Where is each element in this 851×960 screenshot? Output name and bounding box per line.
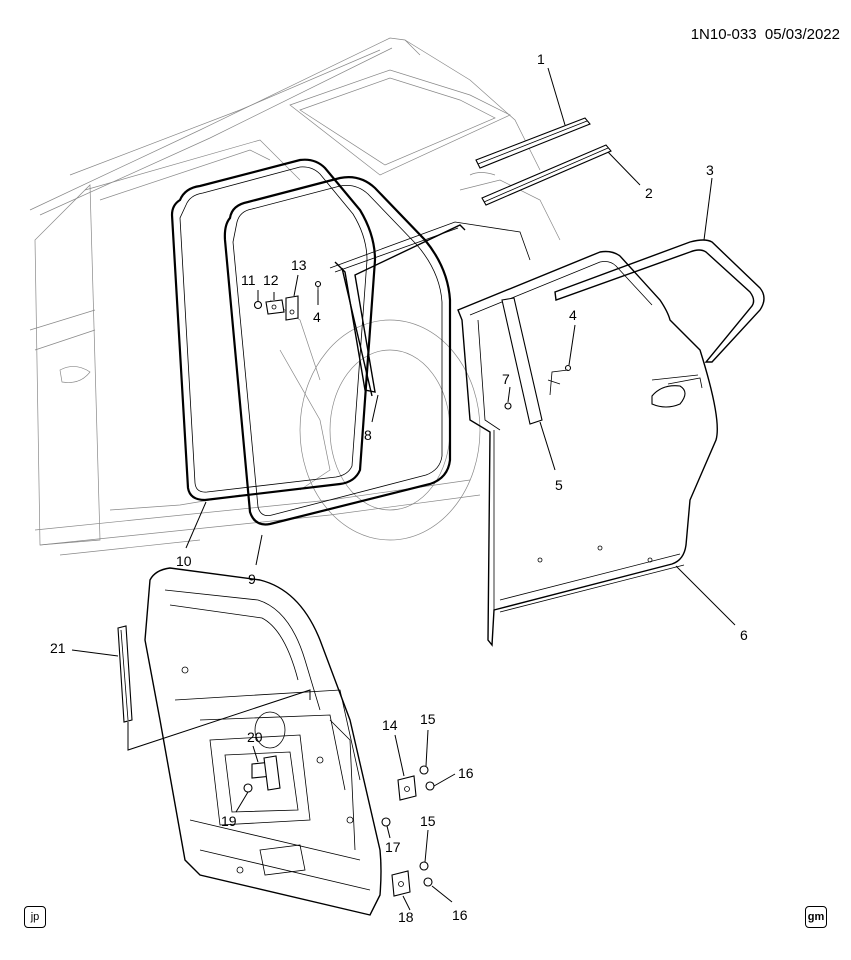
inner-door-panel <box>144 567 382 916</box>
part-16-bolt-upper <box>425 781 435 791</box>
callout-16-lower: 16 <box>452 907 468 923</box>
callout-17: 17 <box>385 839 401 855</box>
vehicle-body-outline <box>29 37 561 556</box>
part-17-bumper <box>381 817 391 827</box>
callout-6: 6 <box>740 627 748 643</box>
part-9-door-weatherstrip <box>223 176 452 526</box>
part-1-belt-molding <box>475 117 591 169</box>
callout-11: 11 <box>241 272 256 288</box>
callout-7: 7 <box>502 371 510 387</box>
callout-15-upper: 15 <box>420 711 436 727</box>
callout-19: 19 <box>221 813 237 829</box>
part-4-bolt-lower <box>549 364 572 396</box>
part-6-rear-door <box>457 250 718 647</box>
part-10-body-weatherstrip <box>170 158 377 502</box>
callout-18: 18 <box>398 909 414 925</box>
callout-15-lower: 15 <box>420 813 436 829</box>
part-16-bolt-lower <box>423 877 433 887</box>
callout-12: 12 <box>263 272 279 288</box>
callout-8: 8 <box>364 427 372 443</box>
part-15-bolt-lower <box>419 861 429 871</box>
part-11-bolt <box>253 300 263 310</box>
callout-20: 20 <box>247 729 263 745</box>
diagram-code: 1N10-033 <box>690 26 757 43</box>
callout-5: 5 <box>555 477 563 493</box>
part-8-channel <box>329 221 531 397</box>
part-21-run-channel <box>117 625 311 751</box>
part-7-fastener <box>504 402 512 410</box>
part-14-upper-hinge <box>397 775 417 801</box>
part-5-pillar-applique <box>501 297 543 425</box>
callout-4-lower: 4 <box>569 307 577 323</box>
leader-lines <box>71 67 736 911</box>
callout-21: 21 <box>50 640 66 656</box>
callout-4-upper: 4 <box>313 309 321 325</box>
callout-3: 3 <box>706 162 714 178</box>
part-18-lower-hinge <box>391 870 411 897</box>
callout-1: 1 <box>537 51 545 67</box>
part-15-bolt-upper <box>419 765 429 775</box>
part-3-frame-molding <box>554 239 765 363</box>
callout-2: 2 <box>645 185 653 201</box>
diagram-header: 1N10-033 05/03/2022 <box>640 26 840 43</box>
part-12-bracket <box>265 299 285 315</box>
part-19-bolt <box>243 783 253 793</box>
callout-labels: 1 2 3 4 4 5 6 7 8 9 10 11 12 13 14 15 15… <box>50 51 748 925</box>
callout-10: 10 <box>176 553 192 569</box>
callout-14: 14 <box>382 717 398 733</box>
part-20-door-check <box>251 755 281 791</box>
part-13-striker <box>285 295 299 321</box>
callout-13: 13 <box>291 257 307 273</box>
callout-9: 9 <box>248 571 256 587</box>
part-2-belt-sealing-strip <box>481 144 612 206</box>
jp-badge: jp <box>24 906 46 928</box>
gm-logo-badge: gm <box>805 906 827 928</box>
callout-16-upper: 16 <box>458 765 474 781</box>
diagram-date: 05/03/2022 <box>764 26 840 43</box>
